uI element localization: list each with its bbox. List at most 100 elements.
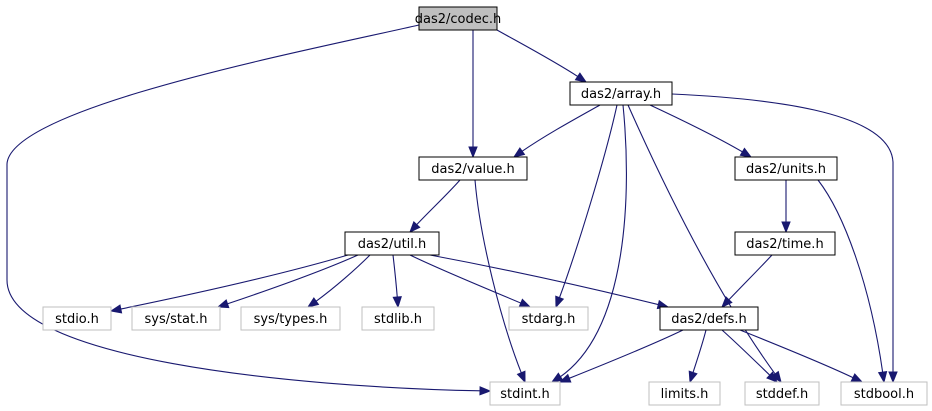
node-systypes: sys/types.h (240, 306, 341, 331)
node-box (344, 231, 440, 256)
node-time[interactable]: das2/time.h (734, 231, 836, 256)
edge-array-to-stdint (550, 104, 627, 383)
edge-line (110, 254, 349, 312)
node-box (659, 306, 759, 331)
edges-layer (6, 24, 898, 396)
edge-arrowhead (512, 147, 526, 158)
edge-array-to-units (649, 104, 753, 158)
node-stdio: stdio.h (42, 306, 112, 331)
edge-units-to-time (781, 180, 791, 234)
node-util[interactable]: das2/util.h (344, 231, 440, 256)
edge-arrowhead (781, 221, 791, 234)
edge-line (6, 24, 491, 392)
node-box (131, 306, 221, 331)
edge-arrowhead (468, 146, 478, 159)
edge-arrowhead (550, 372, 564, 383)
edge-arrowhead (392, 296, 402, 309)
node-array[interactable]: das2/array.h (569, 81, 673, 106)
node-units[interactable]: das2/units.h (734, 156, 838, 181)
edge-line (409, 254, 531, 308)
node-label: limits.h (661, 387, 709, 402)
edge-line (513, 104, 601, 158)
edge-arrowhead (574, 72, 588, 83)
edge-line (721, 329, 778, 383)
node-box (508, 306, 589, 331)
node-label: stdint.h (500, 387, 549, 402)
node-box (361, 306, 435, 331)
edge-array-to-stdarg (555, 104, 618, 309)
edge-array-to-stddef (627, 104, 782, 384)
edge-line (739, 329, 863, 383)
node-label: sys/stat.h (145, 312, 208, 327)
edge-line (671, 93, 894, 382)
edge-arrowhead (688, 370, 698, 384)
edge-line (555, 104, 618, 308)
edge-value-to-util (409, 179, 461, 233)
node-label: stdlib.h (374, 312, 422, 327)
edge-arrowhead (216, 299, 230, 309)
node-box (418, 6, 498, 31)
edge-arrowhead (877, 370, 888, 384)
edge-arrowhead (739, 147, 753, 158)
edge-line (817, 179, 885, 383)
edge-line (429, 254, 669, 308)
edge-util-to-sysstat (216, 254, 359, 309)
node-label: das2/time.h (746, 237, 823, 252)
edge-arrowhead (770, 370, 782, 384)
edge-array-to-value (512, 104, 601, 158)
edge-line (649, 104, 752, 158)
edge-line (689, 329, 707, 383)
edge-util-to-stdlib (392, 254, 402, 309)
edge-units-to-stdbool (817, 179, 888, 384)
node-label: das2/units.h (746, 162, 826, 177)
node-box (840, 381, 928, 406)
node-stddef: stddef.h (744, 381, 820, 406)
edge-value-to-stdint (474, 179, 526, 384)
node-box (648, 381, 721, 406)
node-label: das2/array.h (581, 87, 661, 102)
edge-arrowhead (555, 295, 565, 309)
node-box (42, 306, 112, 331)
node-label: stdio.h (55, 312, 99, 327)
edge-array-to-stdbool (671, 93, 898, 384)
edge-defs-to-stdint (558, 329, 684, 383)
node-box (418, 156, 528, 181)
node-label: das2/defs.h (671, 312, 747, 327)
node-defs[interactable]: das2/defs.h (659, 306, 759, 331)
edge-defs-to-limits (688, 329, 707, 384)
node-box (569, 81, 673, 106)
node-box (240, 306, 341, 331)
node-codec[interactable]: das2/codec.h (415, 6, 502, 31)
edge-arrowhead (479, 386, 492, 396)
edge-codec-to-stdint (6, 24, 492, 396)
node-stdbool: stdbool.h (840, 381, 928, 406)
edge-time-to-defs (721, 254, 773, 308)
edge-arrowhead (518, 298, 532, 308)
edge-line (551, 104, 627, 383)
node-stdlib: stdlib.h (361, 306, 435, 331)
node-label: sys/types.h (254, 312, 328, 327)
node-label: stddef.h (756, 387, 808, 402)
edge-line (496, 29, 587, 83)
edge-util-to-stdio (109, 254, 349, 314)
edge-util-to-defs (429, 254, 670, 310)
node-value[interactable]: das2/value.h (418, 156, 528, 181)
edge-defs-to-stddef (721, 329, 778, 383)
edge-arrowhead (409, 221, 421, 233)
edge-arrowhead (888, 371, 898, 384)
node-limits: limits.h (648, 381, 721, 406)
node-label: das2/value.h (431, 162, 515, 177)
edge-line (559, 329, 684, 383)
node-stdarg: stdarg.h (508, 306, 589, 331)
nodes-layer: das2/codec.h das2/array.h das2/value.h das2… (42, 6, 928, 406)
edge-arrowhead (516, 370, 526, 384)
edge-defs-to-stdbool (739, 329, 864, 383)
edge-line (217, 254, 359, 308)
edge-line (721, 254, 773, 308)
edge-arrowhead (306, 297, 320, 308)
node-label: stdarg.h (522, 312, 576, 327)
edge-util-to-systypes (306, 254, 371, 308)
edge-arrowhead (109, 304, 123, 314)
node-label: das2/codec.h (415, 12, 502, 27)
edge-line (627, 104, 782, 383)
